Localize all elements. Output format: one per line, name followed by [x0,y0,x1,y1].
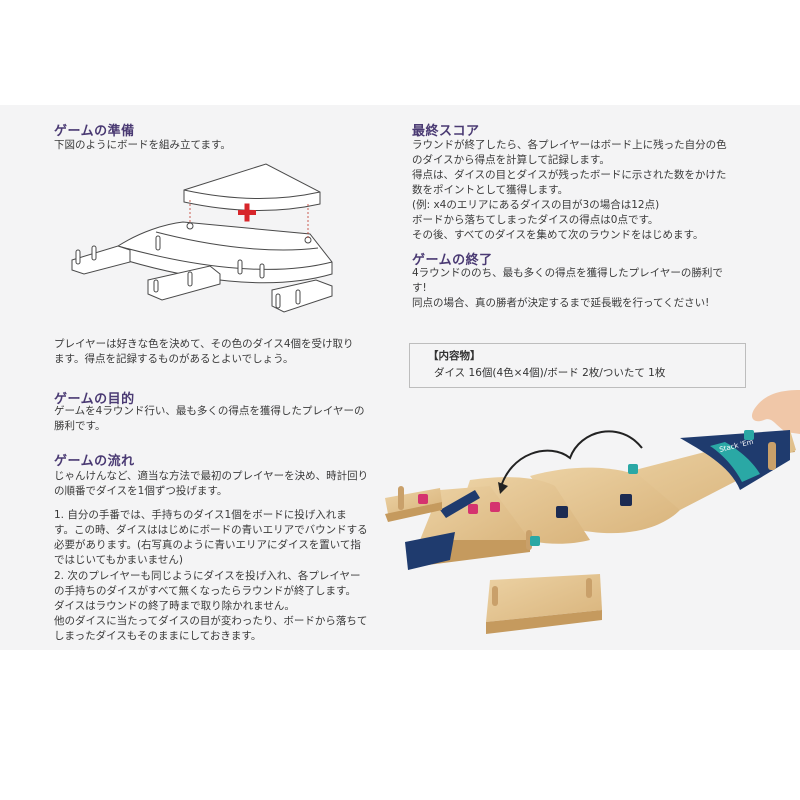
final-score-text: ラウンドが終了したら、各プレイヤーはボード上に残った自分の色 のダイスから得点を… [412,138,727,243]
players-text: プレイヤーは好きな色を決めて、その色のダイス4個を受け取り ます。得点を記録する… [54,337,354,367]
final-score-line: 得点は、ダイスの目とダイスが残ったボードに示された数をかけた [412,169,727,181]
final-score-line: (例: x4のエリアにあるダイスの目が3の場合は12点) [412,199,660,211]
flow-step-1-line: す。この時、ダイスははじめにボードの青いエリアでバウンドする [54,524,368,536]
right-stand [271,279,333,313]
final-score-line: のダイスから得点を計算して記録します。 [412,154,610,166]
flow-step-2-line: ダイスはラウンドの終了時まで取り除かれません。 [54,600,295,612]
contents-box: 【内容物】 ダイス 16個(4色×4個)/ボード 2枚/ついたて 1枚 [409,343,746,388]
photo-bottom-stand [486,574,602,622]
flow-step-1-line: 1. 自分の手番では、手持ちのダイス1個をボードに投げ入れま [54,509,347,521]
flow-step-2-line: の手持ちのダイスがすべて無くなったらラウンドが終了します。 [54,585,356,597]
flow-step-1-line: ではじいてもかまいません) [54,554,183,566]
left-stand [71,245,131,275]
throw-arrow-icon [499,430,643,491]
game-end-line: す! [412,282,427,294]
main-board [117,221,333,284]
contents-text: ダイス 16個(4色×4個)/ボード 2枚/ついたて 1枚 [434,367,666,379]
players-text-line: ます。得点を記録するものがあるとよいでしょう。 [54,353,294,365]
flow-intro-line: じゃんけんなど、適当な方法で最初のプレイヤーを決め、時計回り [54,470,369,482]
game-end-line: 同点の場合、真の勝者が決定するまで延長戦を行ってください! [412,297,710,309]
final-score-line: ラウンドが終了したら、各プレイヤーはボード上に残った自分の色 [412,139,727,151]
players-text-line: プレイヤーは好きな色を決めて、その色のダイス4個を受け取り [54,338,354,350]
flow-step-2-line: 2. 次のプレイヤーも同じようにダイスを投げ入れ、各プレイヤー [54,570,361,582]
flow-intro: じゃんけんなど、適当な方法で最初のプレイヤーを決め、時計回り の順番でダイスを1… [54,469,368,499]
assembly-diagram [71,163,333,313]
bottom-stand [147,265,221,301]
game-end-heading: ゲームの終了 [412,253,493,268]
hand [751,390,800,434]
flow-step-2-line: 他のダイスに当たってダイスの目が変わったり、ボードから落ちて [54,615,368,627]
setup-text: 下図のようにボードを組み立てます。 [54,138,231,153]
game-photo: Stack 'Em [385,390,800,634]
game-end-line: 4ラウンドののち、最も多くの得点を獲得したプレイヤーの勝利で [412,267,723,279]
setup-heading: ゲームの準備 [54,124,135,139]
setup-text-line: 下図のようにボードを組み立てます。 [54,139,231,151]
objective-text: ゲームを4ラウンド行い、最も多くの得点を獲得したプレイヤーの 勝利です。 [54,404,365,434]
top-board [183,163,321,212]
objective-line: 勝利です。 [54,420,106,432]
final-score-line: ボードから落ちてしまったダイスの得点は0点です。 [412,214,659,226]
flow-heading: ゲームの流れ [54,454,135,469]
flow-step-2-line: しまったダイスもそのままにしておきます。 [54,630,262,642]
game-end-text: 4ラウンドののち、最も多くの得点を獲得したプレイヤーの勝利で す! 同点の場合、… [412,266,723,311]
plus-icon [238,203,256,222]
flow-step-1-line: 必要があります。(右写真のように青いエリアにダイスを置いて指 [54,539,361,551]
flow-step-1: 1. 自分の手番では、手持ちのダイス1個をボードに投げ入れま す。この時、ダイス… [54,508,368,568]
final-score-line: 数をポイントとして獲得します。 [412,184,569,196]
final-score-line: その後、すべてのダイスを集めて次のラウンドをはじめます。 [412,229,704,241]
objective-line: ゲームを4ラウンド行い、最も多くの得点を獲得したプレイヤーの [54,405,365,417]
flow-intro-line: の順番でダイスを1個ずつ投げます。 [54,485,228,497]
flow-step-2: 2. 次のプレイヤーも同じようにダイスを投げ入れ、各プレイヤー の手持ちのダイス… [54,569,367,644]
dice-group [418,430,754,546]
contents-title: 【内容物】 [428,350,481,362]
objective-heading: ゲームの目的 [54,392,135,407]
final-score-heading: 最終スコア [412,124,480,139]
